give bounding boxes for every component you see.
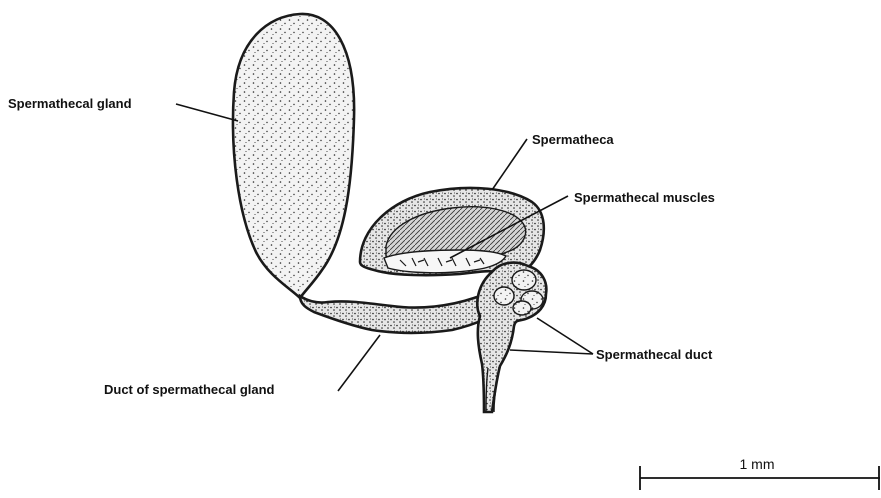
label-spermatheca: Spermatheca (532, 132, 614, 147)
label-spermathecal-muscles: Spermathecal muscles (574, 190, 715, 205)
spermathecal-gland-shape (233, 14, 354, 298)
leader-spermatheca (492, 139, 527, 190)
leader-duct-of-gland (338, 335, 380, 391)
scale-bar-label: 1 mm (740, 456, 775, 472)
scale-bar: 1 mm (640, 456, 880, 490)
label-spermathecal-gland: Spermathecal gland (8, 96, 132, 111)
gland-duct-shape (300, 291, 504, 333)
label-duct-of-spermathecal-gland: Duct of spermathecal gland (104, 382, 275, 397)
leader-spermathecal-duct-lower (510, 350, 593, 354)
label-spermathecal-duct: Spermathecal duct (596, 347, 713, 362)
spermathecal-duct-shape (477, 263, 546, 412)
leader-spermathecal-gland (176, 104, 238, 121)
leader-spermathecal-duct-upper (537, 318, 593, 354)
